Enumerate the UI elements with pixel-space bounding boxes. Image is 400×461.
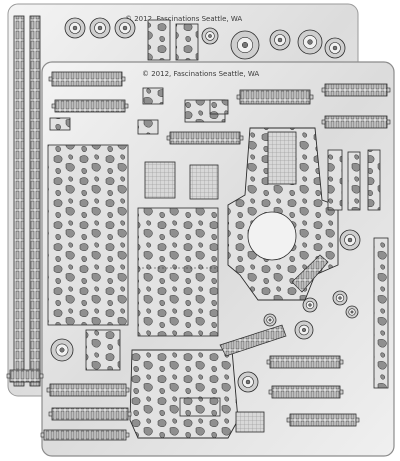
track-tab xyxy=(386,87,391,93)
vent-grille xyxy=(189,164,219,200)
large-camo-panel xyxy=(137,207,219,337)
gear-axle xyxy=(350,310,354,314)
gear-axle xyxy=(338,296,342,300)
side-strip-part xyxy=(373,237,389,389)
track-tab xyxy=(46,387,51,393)
track-tab xyxy=(125,432,130,438)
track-tab xyxy=(321,119,326,125)
track-strip xyxy=(239,89,311,105)
track-tab xyxy=(309,94,314,100)
track-tab xyxy=(48,411,53,417)
small-part xyxy=(209,99,229,115)
track-tab xyxy=(121,76,126,82)
track-strip xyxy=(269,355,341,369)
small-part xyxy=(49,117,71,131)
track-tab xyxy=(6,373,11,379)
gear-axle xyxy=(72,25,78,31)
track-strip xyxy=(51,407,129,421)
track-tab xyxy=(339,359,344,365)
track-tab xyxy=(236,94,241,100)
track-tab xyxy=(124,103,129,109)
gear-axle xyxy=(245,379,251,385)
small-part xyxy=(142,87,164,105)
gear-axle xyxy=(122,25,128,31)
vent-grille xyxy=(144,161,176,199)
track-tab xyxy=(268,389,273,395)
side-strip-part xyxy=(327,149,343,211)
track-tab xyxy=(125,387,130,393)
etched-parts-group xyxy=(6,15,391,441)
angled-track xyxy=(291,254,329,293)
gear-axle xyxy=(347,237,353,243)
gear-axle xyxy=(332,45,338,51)
track-strip xyxy=(43,429,127,441)
front-sheet-credit: © 2012, Fascinations Seattle, WA xyxy=(142,70,259,78)
track-strip xyxy=(169,131,241,145)
track-tab xyxy=(355,417,360,423)
engine-grille xyxy=(267,131,297,185)
track-tab xyxy=(339,389,344,395)
track-tab xyxy=(39,373,44,379)
track-tab xyxy=(386,119,391,125)
gear-axle xyxy=(97,25,103,31)
angled-track xyxy=(219,324,287,357)
track-tab xyxy=(166,135,171,141)
small-part xyxy=(179,397,221,417)
track-strip xyxy=(289,413,357,427)
small-part xyxy=(85,329,121,371)
track-strip xyxy=(51,71,123,87)
side-strip-part xyxy=(367,149,381,211)
track-strip xyxy=(324,83,388,97)
vent-grille xyxy=(235,411,265,433)
side-strip-part xyxy=(347,151,361,211)
gear-axle xyxy=(308,303,312,307)
track-strip xyxy=(54,99,126,113)
track-strip xyxy=(49,383,127,397)
gear-axle xyxy=(277,37,283,43)
gear-axle xyxy=(307,39,313,45)
track-tab xyxy=(40,432,45,438)
back-sheet-credit: © 2012, Fascinations Seattle, WA xyxy=(125,15,242,23)
turret-ring xyxy=(247,211,297,261)
gear-axle xyxy=(268,318,272,322)
gear-axle xyxy=(59,347,65,353)
track-tab xyxy=(321,87,326,93)
track-tab xyxy=(51,103,56,109)
small-part xyxy=(137,119,159,135)
track-tab xyxy=(266,359,271,365)
lower-hull-part xyxy=(129,349,239,439)
track-tab xyxy=(127,411,132,417)
track-tab xyxy=(239,135,244,141)
track-tab xyxy=(48,76,53,82)
back-hull-piece xyxy=(175,23,199,61)
track-tab xyxy=(286,417,291,423)
large-camo-panel xyxy=(47,144,129,326)
track-strip xyxy=(324,115,388,129)
back-hull-piece xyxy=(147,19,171,61)
track-strip xyxy=(9,369,41,383)
track-strip xyxy=(271,385,341,399)
gear-axle xyxy=(301,327,307,333)
back-side-strip xyxy=(29,15,41,387)
back-side-strip xyxy=(13,15,25,387)
gear-axle xyxy=(208,34,212,38)
gear-axle xyxy=(241,41,249,49)
